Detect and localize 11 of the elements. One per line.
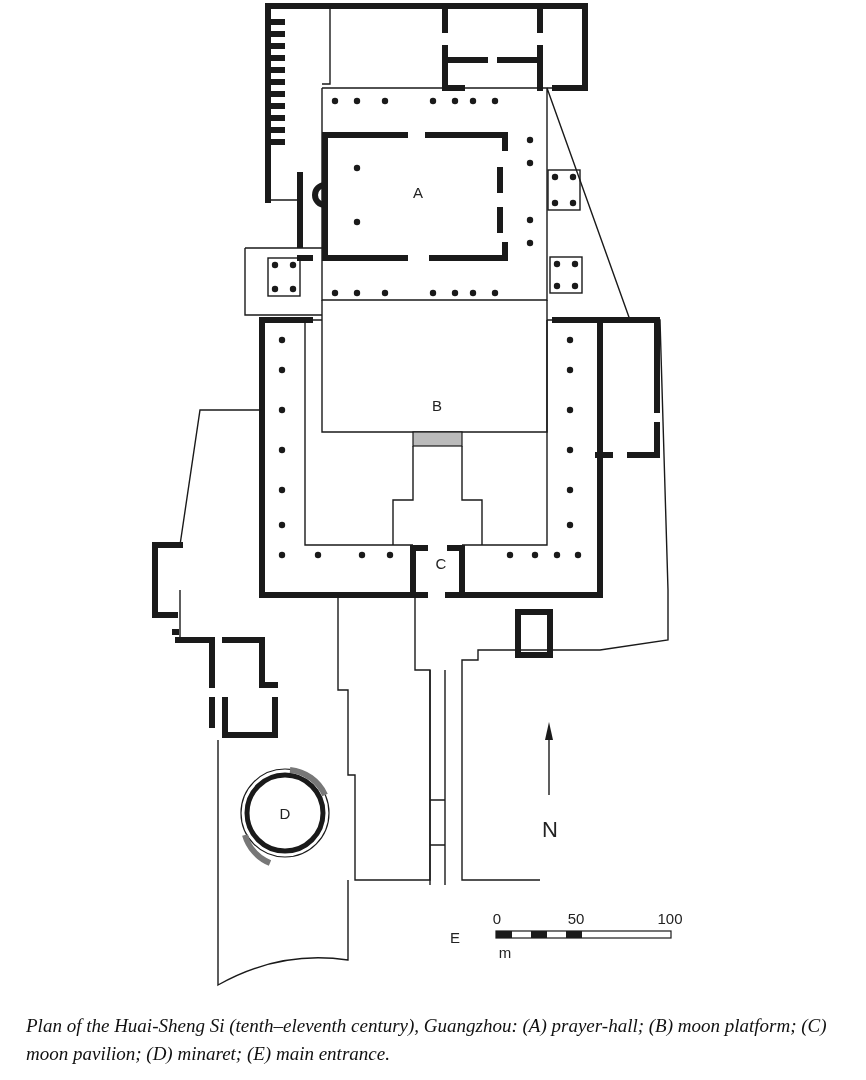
scale-number: 100	[657, 910, 683, 926]
north-label: N	[542, 819, 558, 841]
scale-number: 0	[492, 910, 502, 926]
caption: Plan of the Huai-Sheng Si (tenth–eleventh century), Guangzhou: (A) prayer-hall; (B) moon platform; (C) moon pavilion; (D) minaret; (E) main entrance.	[26, 1014, 828, 1066]
scale-number: 50	[567, 910, 585, 926]
area-letter: B	[432, 397, 442, 413]
area-letter: D	[279, 805, 291, 821]
area-letter: E	[450, 929, 460, 945]
scale-unit: m	[498, 944, 512, 960]
area-letter: A	[413, 184, 423, 200]
area-letter: C	[435, 555, 447, 571]
